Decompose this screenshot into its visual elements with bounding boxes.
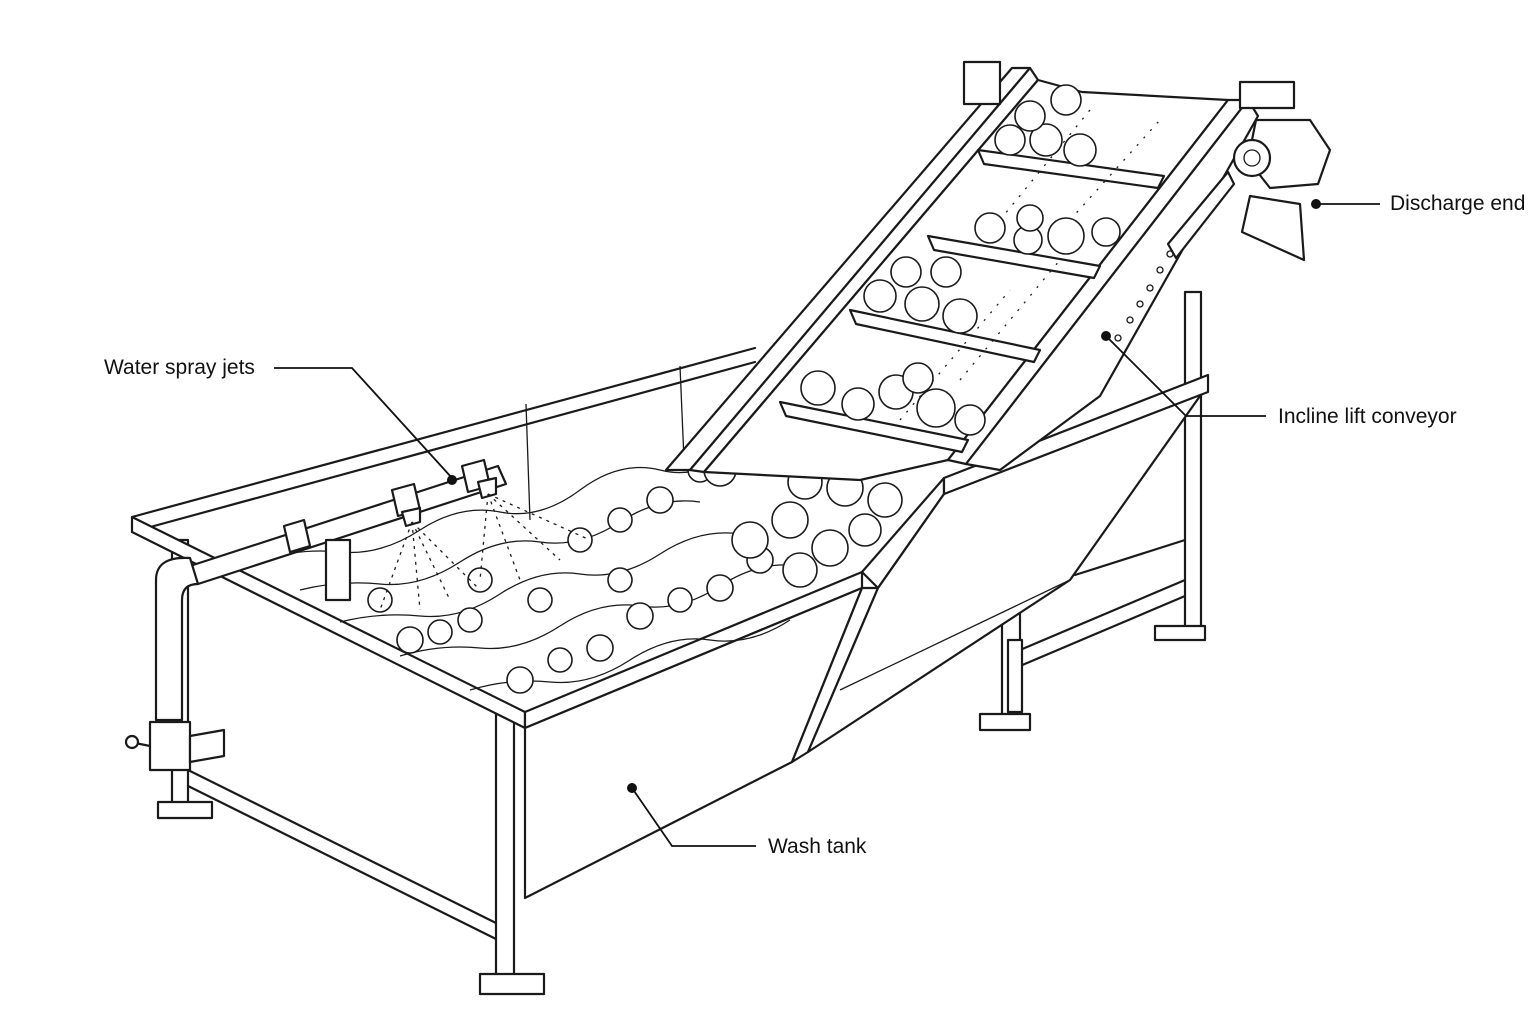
callout-label-spray-jets: Water spray jets xyxy=(104,356,255,379)
callout-spray-jets: Water spray jets xyxy=(104,356,457,485)
callout-label-incline-conveyor: Incline lift conveyor xyxy=(1278,405,1457,428)
callout-wash-tank: Wash tank xyxy=(627,783,867,858)
callout-discharge-end: Discharge end xyxy=(1311,192,1525,215)
incline-conveyor xyxy=(664,66,1260,482)
callout-incline-conveyor: Incline lift conveyor xyxy=(1101,331,1457,428)
spray-jets xyxy=(124,458,591,772)
callout-label-discharge-end: Discharge end xyxy=(1390,192,1525,215)
callout-label-wash-tank: Wash tank xyxy=(768,835,867,858)
drive-motor xyxy=(962,60,1332,262)
fruit-on-conveyor xyxy=(800,84,1121,436)
